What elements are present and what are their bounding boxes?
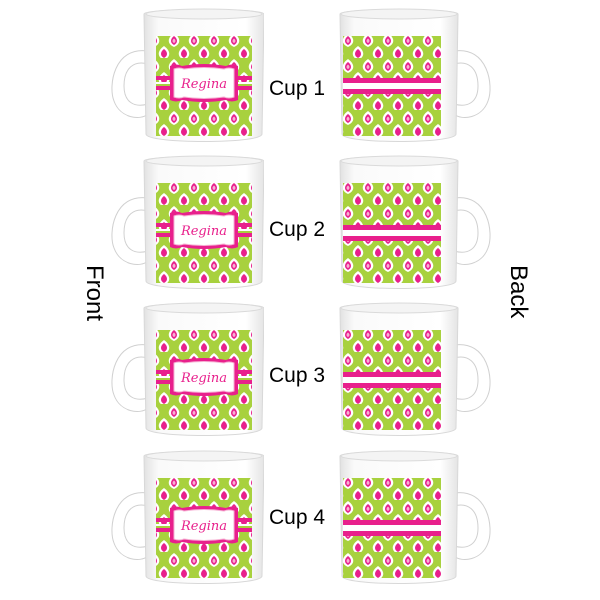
cup-3-front-mug: Regina <box>104 300 264 440</box>
cup-3-personalized-name: Regina <box>180 371 227 386</box>
cup-1-back-mug <box>338 6 498 146</box>
cup-2-back-mug <box>338 153 498 293</box>
cup-3-back-mug <box>338 300 498 440</box>
cup-1-front-mug: Regina <box>104 6 264 146</box>
cup-3-label: Cup 3 <box>269 364 326 387</box>
cup-4-personalized-name: Regina <box>180 519 227 534</box>
cup-1-label: Cup 1 <box>269 77 326 100</box>
cup-2-front-mug: Regina <box>104 153 264 293</box>
cup-2-label: Cup 2 <box>269 218 326 241</box>
cup-4-label: Cup 4 <box>269 506 326 529</box>
cup-4-front-mug: Regina <box>104 448 264 588</box>
back-side-label: Back <box>505 265 532 319</box>
cup-1-personalized-name: Regina <box>180 77 227 92</box>
cup-4-back-mug <box>338 448 498 588</box>
cup-2-personalized-name: Regina <box>180 224 227 239</box>
